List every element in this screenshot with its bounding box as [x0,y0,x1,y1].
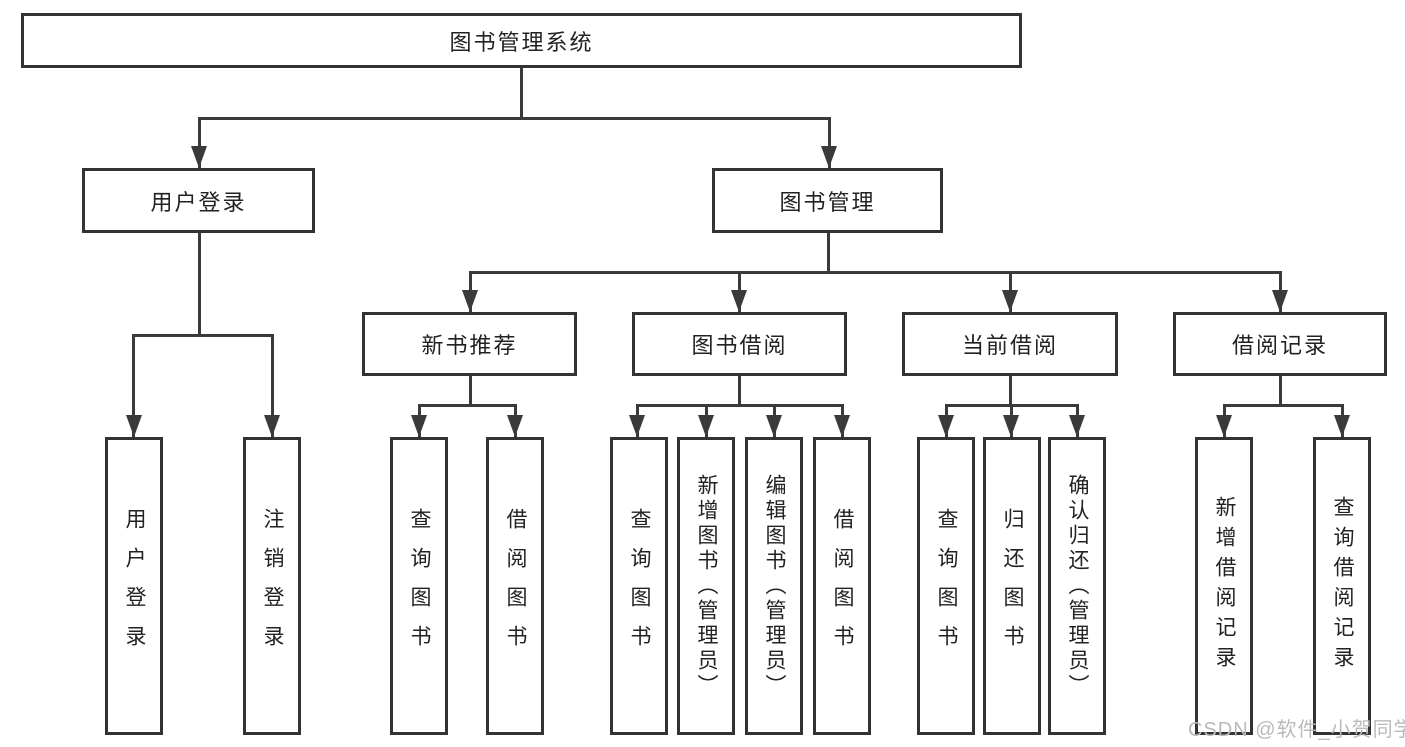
arrow-down-icon [698,415,714,437]
node-label: 图书管理系统 [449,29,594,55]
node-label: 图书借阅 [691,333,788,358]
node-label: 当前借阅 [961,333,1058,358]
connector-borrow-record-stub [1279,376,1282,405]
arrow-down-icon [191,146,207,168]
node-label: 借阅图书 [504,508,527,664]
node-label: 借阅图书 [831,508,854,664]
connector-level2-bus [198,117,830,120]
leaf-query-books-current: 查询图书 [917,437,975,735]
leaf-confirm-return-admin: 确认归还（管理员） [1048,437,1106,735]
arrow-down-icon [507,415,523,437]
arrow-down-icon [462,290,478,312]
leaf-query-books-borrowing: 查询图书 [610,437,668,735]
arrow-down-icon [1002,290,1018,312]
connector-user-login-stub [198,233,201,335]
node-current-borrowing: 当前借阅 [902,312,1118,376]
arrow-down-icon [1069,415,1085,437]
arrow-down-icon [834,415,850,437]
node-label: 查询图书 [935,508,958,664]
node-label: 用户登录 [123,508,146,664]
leaf-query-books-newbook: 查询图书 [390,437,448,735]
node-label: 注销登录 [261,508,284,664]
connector-to-book-mgmt [828,117,831,168]
node-label: 查询图书 [408,508,431,664]
connector-current-borrow-stub [1009,376,1012,405]
connector-user-login-bus [133,334,274,337]
node-new-book-recommendation: 新书推荐 [362,312,577,376]
node-label: 新增借阅记录 [1213,496,1236,676]
arrow-down-icon [1003,415,1019,437]
node-label: 查询借阅记录 [1331,496,1354,676]
arrow-down-icon [766,415,782,437]
connector-level3-bus [469,271,1282,274]
node-book-borrowing: 图书借阅 [632,312,847,376]
leaf-query-borrow-record: 查询借阅记录 [1313,437,1371,735]
connector-borrow-record-bus [1223,404,1344,407]
arrow-down-icon [1334,415,1350,437]
node-label: 确认归还（管理员） [1066,473,1089,699]
connector-book-borrow-bus [636,404,843,407]
connector-book-mgmt-stub [827,233,830,272]
leaf-edit-books-admin: 编辑图书（管理员） [745,437,803,735]
node-label: 借阅记录 [1231,333,1328,358]
leaf-add-borrow-record: 新增借阅记录 [1195,437,1253,735]
arrow-down-icon [821,146,837,168]
node-label: 编辑图书（管理员） [763,473,786,699]
connector-new-book-stub [469,376,472,405]
node-label: 新增图书（管理员） [695,473,718,699]
arrow-down-icon [1216,415,1232,437]
arrow-down-icon [264,415,280,437]
arrow-down-icon [411,415,427,437]
leaf-add-books-admin: 新增图书（管理员） [677,437,735,735]
connector-to-leaf-logout [271,334,274,437]
node-user-login: 用户登录 [82,168,315,233]
node-label: 图书管理 [779,189,876,215]
leaf-logout-login: 注销登录 [243,437,301,735]
node-label: 查询图书 [628,508,651,664]
node-label: 归还图书 [1001,508,1024,664]
connector-book-borrow-stub [738,376,741,405]
arrow-down-icon [629,415,645,437]
arrow-down-icon [731,290,747,312]
node-label: 用户登录 [150,189,247,215]
csdn-watermark: CSDN @软件_小贺同学 [1188,719,1405,741]
arrow-down-icon [938,415,954,437]
connector-root-stub [520,68,523,119]
arrow-down-icon [1272,290,1288,312]
leaf-return-books: 归还图书 [983,437,1041,735]
connector-to-leaf-user-login [132,334,135,437]
node-library-management-system: 图书管理系统 [21,13,1022,68]
leaf-borrow-books-newbook: 借阅图书 [486,437,544,735]
node-book-management: 图书管理 [712,168,943,233]
leaf-borrow-books-borrowing: 借阅图书 [813,437,871,735]
node-label: 新书推荐 [421,333,518,358]
connector-to-user-login [198,117,201,168]
leaf-user-login: 用户登录 [105,437,163,735]
node-borrowing-records: 借阅记录 [1173,312,1387,376]
connector-new-book-bus [418,404,517,407]
arrow-down-icon [126,415,142,437]
